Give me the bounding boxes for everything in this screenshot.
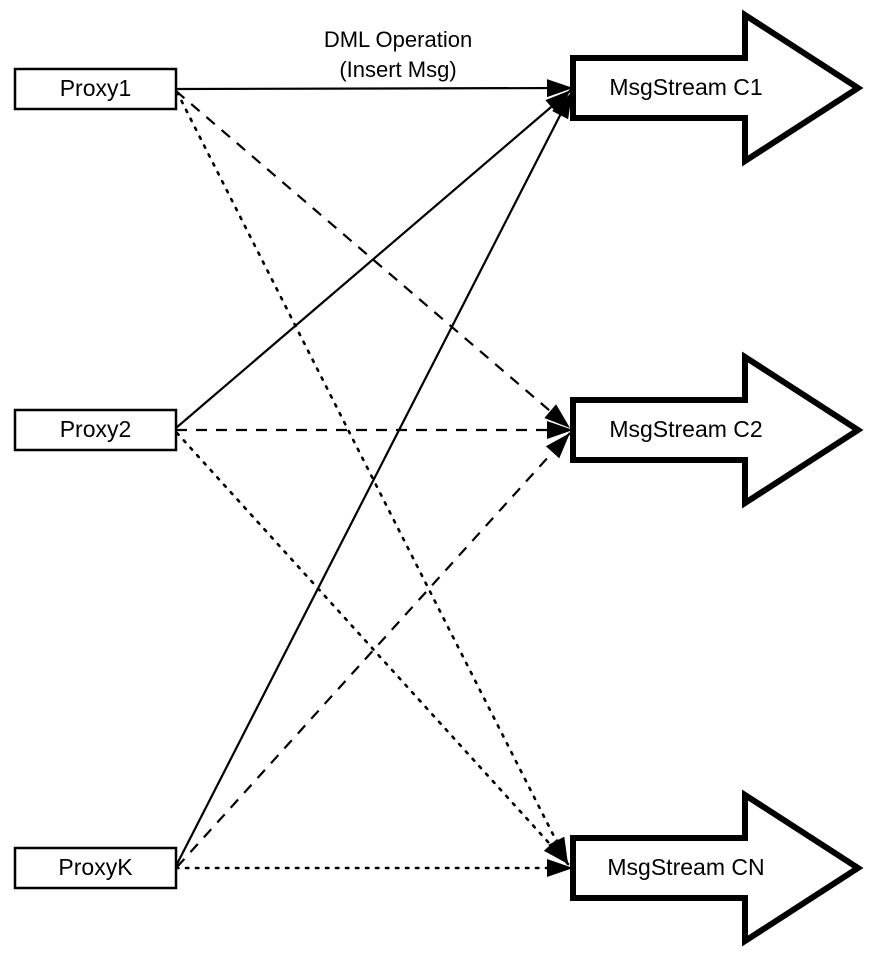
edge-label-line2: (Insert Msg) xyxy=(339,57,456,82)
arrowhead-p1-c1 xyxy=(546,79,573,98)
connections-layer xyxy=(174,86,575,870)
proxy-box xyxy=(13,408,178,452)
arrowhead-pk-c2 xyxy=(545,433,570,459)
connection-line-dotted xyxy=(175,90,570,866)
connection-line-solid xyxy=(175,86,574,91)
connection-line-dashed xyxy=(175,90,571,429)
proxy-box xyxy=(13,67,178,111)
arrowheads-layer xyxy=(543,79,573,877)
connection-p1-cn xyxy=(175,90,570,866)
proxy-box xyxy=(13,846,178,890)
arrowhead-p2-c1 xyxy=(545,90,571,114)
proxy-node-proxy1[interactable]: Proxy1 xyxy=(13,67,178,111)
arrowhead-p2-cn xyxy=(543,838,568,864)
edge-labels-layer: DML Operation (Insert Msg) xyxy=(324,27,472,82)
stream-arrow-shape xyxy=(570,9,864,167)
stream-stream_cn[interactable]: MsgStream CN xyxy=(570,789,864,947)
connection-line-solid xyxy=(175,91,573,867)
stream-label: MsgStream C1 xyxy=(609,74,762,100)
connection-pk-c2 xyxy=(176,432,571,868)
streams-layer: MsgStream C1 MsgStream C2 MsgStream CN xyxy=(570,9,864,947)
edge-label-dml-operation-label: DML Operation (Insert Msg) xyxy=(324,27,472,82)
connection-p1-c1 xyxy=(175,86,574,91)
proxy-label: Proxy1 xyxy=(60,75,132,101)
connection-p2-c1 xyxy=(175,89,572,429)
connection-line-dotted xyxy=(175,431,570,866)
edge-label-line1: DML Operation xyxy=(324,27,472,52)
arrowhead-p1-c2 xyxy=(544,404,570,428)
proxy-label: ProxyK xyxy=(58,854,133,880)
arrowhead-pk-c1 xyxy=(552,92,572,120)
proxy-node-proxy2[interactable]: Proxy2 xyxy=(13,408,178,452)
stream-arrow-shape xyxy=(570,789,864,947)
stream-stream_c1[interactable]: MsgStream C1 xyxy=(570,9,864,167)
connection-p2-cn xyxy=(175,431,570,866)
stream-label: MsgStream CN xyxy=(607,854,764,880)
connection-line-solid xyxy=(175,89,572,429)
arrowhead-pk-cn xyxy=(547,859,573,877)
connection-line-dashed xyxy=(176,432,571,868)
proxy-node-proxyk[interactable]: ProxyK xyxy=(13,846,178,890)
connection-p1-c2 xyxy=(175,90,571,429)
arrowhead-p2-c2 xyxy=(547,421,573,439)
stream-arrow-shape xyxy=(570,351,864,509)
stream-label: MsgStream C2 xyxy=(609,416,762,442)
proxy-label: Proxy2 xyxy=(60,416,132,442)
stream-stream_c2[interactable]: MsgStream C2 xyxy=(570,351,864,509)
connection-pk-c1 xyxy=(175,91,573,867)
